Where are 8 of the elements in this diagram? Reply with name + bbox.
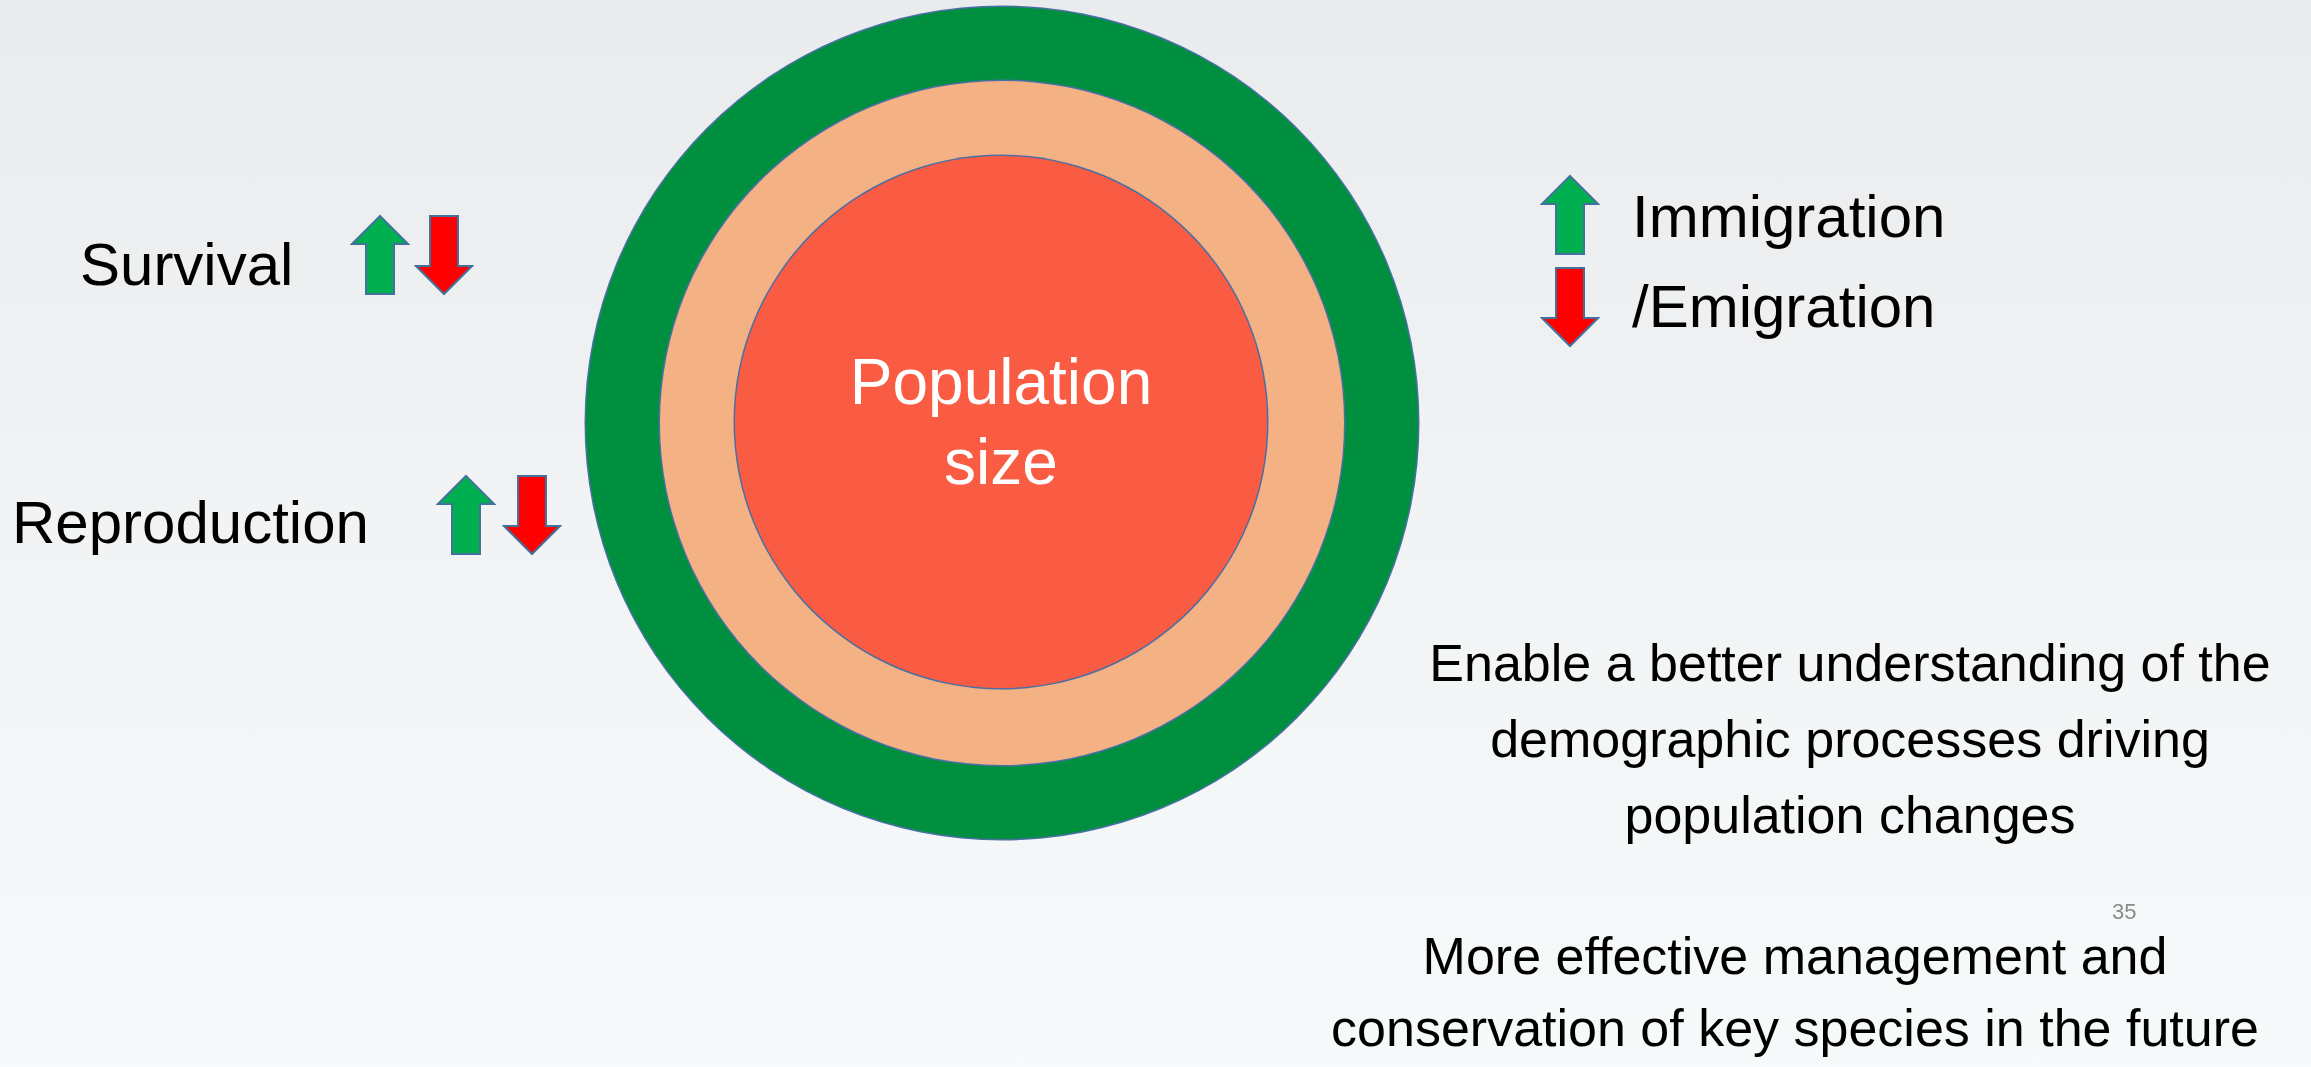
factor-label: Reproduction — [12, 488, 369, 558]
slide-number: 35 — [2112, 900, 2137, 924]
factor-label: Immigration — [1632, 182, 1946, 252]
note-text: Enable a better understanding of the demographic processes driving population changes — [1428, 633, 2272, 846]
factor-label: /Emigration — [1632, 272, 1936, 342]
circle-label: Population size — [848, 345, 1154, 500]
factor-label: Survival — [80, 230, 294, 300]
note-text: More effective management and conservation of key species in the future — [1330, 926, 2260, 1059]
